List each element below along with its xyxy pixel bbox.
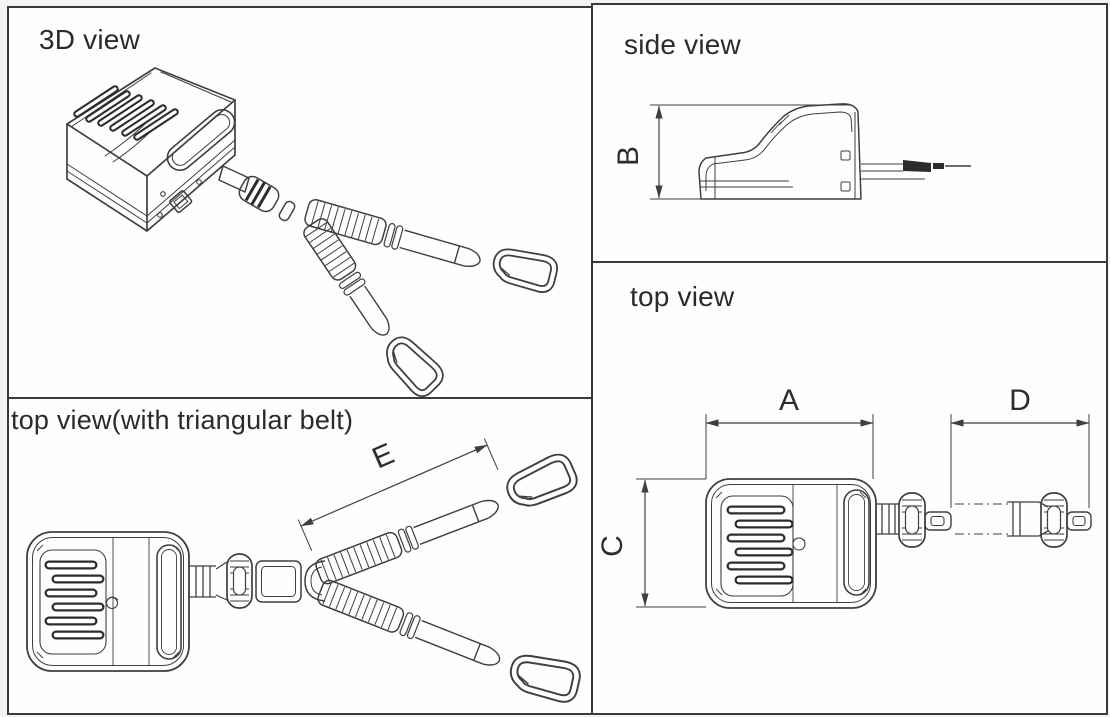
dim-c-label: C: [596, 535, 629, 557]
panel-top-view-belt: top view(with triangular belt) E: [7, 397, 593, 715]
upper-strap-3d: [304, 199, 558, 294]
device-side-profile: [698, 103, 862, 200]
panel-top-belt-title: top view(with triangular belt): [11, 405, 354, 435]
dimension-a: A: [705, 384, 874, 479]
lower-strap-3d: [303, 218, 446, 397]
device-body-top: [705, 478, 877, 609]
dim-b-label: B: [612, 146, 645, 166]
belt-exit-3d: [218, 165, 296, 222]
dim-a-label: A: [779, 384, 799, 417]
dimension-b: B: [612, 104, 852, 200]
lower-strap-belt: [317, 579, 582, 706]
panel-side-title: side view: [624, 29, 741, 60]
dimension-e: E: [297, 437, 499, 551]
panel-top-title: top view: [630, 281, 735, 312]
dimension-c: C: [596, 478, 706, 608]
belt-stub-side: [861, 160, 971, 180]
top-view-belt-drawing: E: [26, 437, 591, 713]
dim-d-label: D: [1009, 384, 1031, 417]
3d-view-drawing: [66, 67, 591, 397]
upper-strap-belt: [315, 453, 578, 585]
vent-slots-belt: [44, 560, 105, 640]
port-3d: [157, 179, 202, 218]
vent-slots-3d: [73, 85, 179, 141]
handle-recess-3d: [166, 109, 236, 171]
belt-chain: [189, 553, 326, 609]
belt-top: [876, 492, 1092, 548]
panel-side-view: side view B: [591, 3, 1108, 263]
panel-top-view: top view A D C: [591, 261, 1108, 715]
device-body-belt: [26, 531, 190, 672]
side-view-drawing: B: [612, 103, 971, 200]
panel-3d-title: 3D view: [39, 24, 140, 55]
panel-3d-view: 3D view: [7, 6, 593, 399]
vent-slots-top: [726, 505, 794, 585]
dimension-d: D: [950, 384, 1090, 508]
dim-e-label: E: [367, 437, 399, 475]
top-view-drawing: A D C: [596, 384, 1092, 609]
